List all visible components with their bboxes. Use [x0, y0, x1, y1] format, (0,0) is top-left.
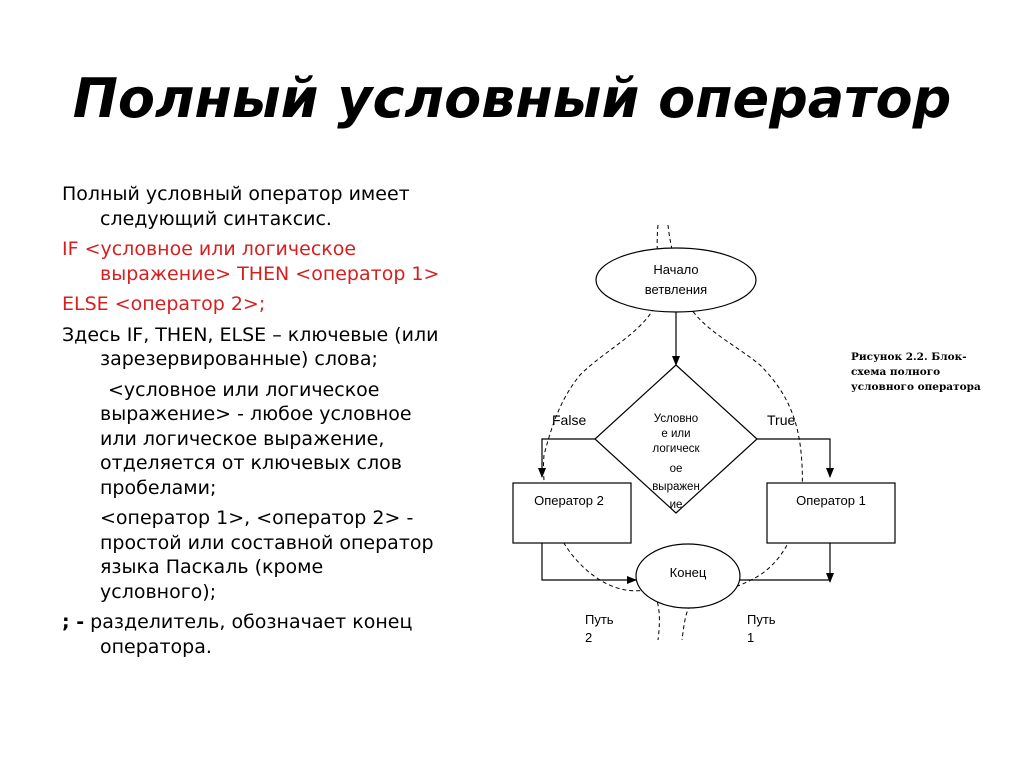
condition-label-line-2: е или [661, 428, 690, 440]
start-label-line-2: ветвления [645, 282, 707, 297]
arrow-op2-to-end [541, 543, 637, 584]
condition-label-line-6: ие [670, 499, 683, 511]
operator-1-label: Оператор 1 [796, 493, 866, 508]
condition-label-line-4: ое [670, 463, 683, 475]
false-label: False [552, 412, 586, 428]
figure-caption: Рисунок 2.2. Блок-схема полного условног… [851, 351, 981, 393]
operator-paragraph: <оператор 1>, <оператор 2> - простой или… [100, 507, 434, 603]
condition-label-line-3: логическ [652, 443, 700, 455]
end-label: Конец [670, 565, 707, 580]
flowchart: Начало ветвления Условно е или логическ … [512, 224, 896, 645]
path-2-label-line-1: Путь [585, 612, 614, 627]
path-1-label-line-1: Путь [747, 612, 776, 627]
start-label-line-1: Начало [653, 262, 698, 277]
path-2-label-line-2: 2 [585, 630, 592, 645]
condition-diamond [594, 364, 758, 514]
slide-title: Полный условный оператор [72, 67, 952, 130]
arrow-false-branch [538, 438, 595, 478]
operator-2-box [512, 482, 632, 544]
condition-paragraph: <условное или логическое выражение> - лю… [100, 378, 412, 499]
semicolon-description: разделитель, обозначает конец оператора. [84, 611, 413, 658]
condition-label-line-5: выражен [652, 481, 700, 493]
keywords-paragraph: Здесь IF, THEN, ELSE – ключевые (или зар… [62, 323, 439, 371]
condition-label-line-1: Условно [654, 413, 698, 425]
else-syntax-line: ELSE <оператор 2>; [62, 293, 266, 315]
path-1-label-line-2: 1 [747, 630, 754, 645]
true-label: True [767, 412, 795, 428]
operator-1-box [766, 482, 896, 544]
intro-paragraph: Полный условный оператор имеет следующий… [62, 183, 410, 230]
semicolon-symbol: ; - [62, 611, 85, 633]
arrow-true-branch [757, 438, 834, 478]
semicolon-paragraph: ; - разделитель, обозначает конец операт… [62, 610, 442, 659]
operator-2-label: Оператор 2 [534, 493, 604, 508]
if-syntax-line: IF <условное или логическое выражение> T… [62, 238, 440, 285]
start-ellipse [595, 247, 757, 313]
body-text: Полный условный оператор имеет следующий… [62, 182, 442, 665]
end-ellipse [635, 543, 741, 609]
